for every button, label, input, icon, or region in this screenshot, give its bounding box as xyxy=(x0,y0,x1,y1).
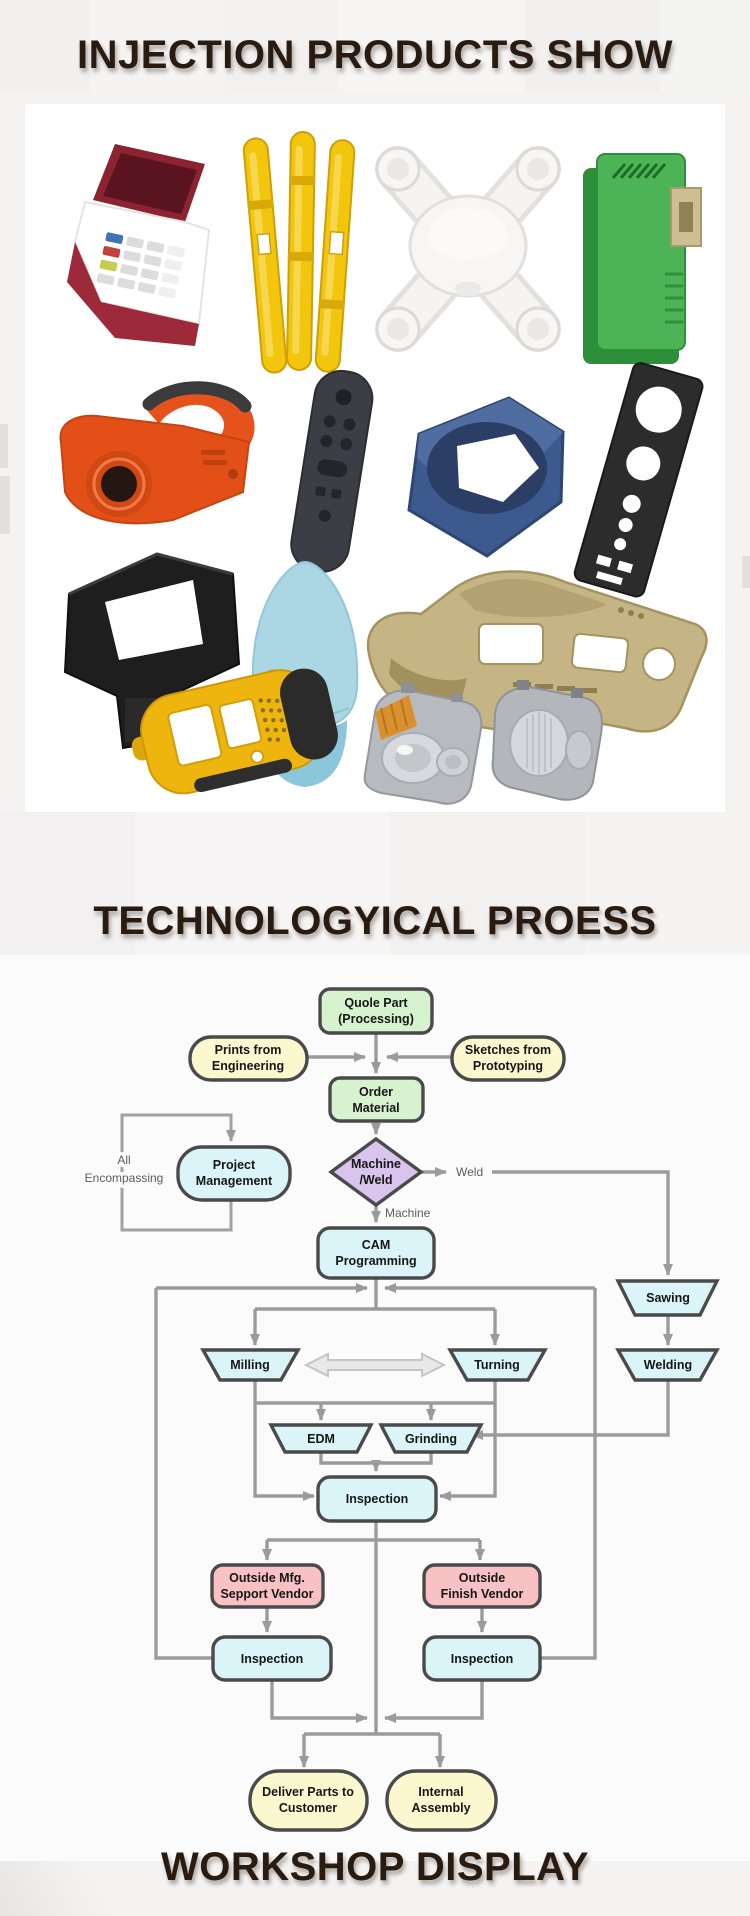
node-label: Grinding xyxy=(405,1432,457,1446)
node-label: Inspection xyxy=(346,1492,409,1506)
blue-housing-part-icon xyxy=(407,396,565,558)
node-label: Inspection xyxy=(451,1652,514,1666)
headlight-right-icon xyxy=(491,680,603,801)
remote-control-shell-icon xyxy=(290,369,374,573)
node-label: Internal xyxy=(418,1785,463,1799)
node-internal-assembly: Internal Assembly xyxy=(385,1769,498,1832)
background-decor xyxy=(0,424,8,468)
node-label: Programming xyxy=(335,1254,416,1268)
node-cam-programming: CAM Programming xyxy=(316,1226,436,1280)
node-label: Quole Part xyxy=(344,996,408,1010)
node-inspection-right: Inspection xyxy=(422,1635,542,1682)
page-title-technological-process: TECHNOLOGYICAL PROESS xyxy=(93,899,657,943)
din-rail-enclosure-icon xyxy=(583,153,702,364)
node-label: CAM xyxy=(362,1238,390,1252)
yellow-tube-parts-icon xyxy=(242,131,356,374)
node-project-management: Project Management xyxy=(176,1145,292,1202)
node-label: Material xyxy=(352,1101,399,1115)
background-decor xyxy=(0,0,750,92)
edge-label-all-encompassing: All xyxy=(117,1153,130,1167)
node-label: Deliver Parts to xyxy=(262,1785,354,1799)
edge-label-weld: Weld xyxy=(456,1165,483,1179)
node-label: (Processing) xyxy=(338,1012,414,1026)
node-label: Outside xyxy=(459,1571,506,1585)
headlight-left-icon xyxy=(363,683,483,805)
node-label: Engineering xyxy=(212,1059,284,1073)
node-label: Milling xyxy=(230,1358,270,1372)
black-bracket-enclosure-icon xyxy=(63,552,241,750)
node-prints-from-engineering: Prints from Engineering xyxy=(188,1035,309,1082)
background-decor xyxy=(0,476,10,534)
node-turning: Turning xyxy=(447,1348,548,1382)
node-milling: Milling xyxy=(200,1348,301,1382)
node-welding: Welding xyxy=(615,1348,720,1382)
node-deliver-parts-to-customer: Deliver Parts to Customer xyxy=(248,1769,369,1832)
node-inspection-left: Inspection xyxy=(211,1635,333,1682)
milling-turning-double-arrow xyxy=(303,1352,447,1378)
node-order-material: Order Material xyxy=(328,1076,425,1123)
node-label: Prototyping xyxy=(473,1059,543,1073)
node-label: Welding xyxy=(644,1358,692,1372)
node-grinding: Grinding xyxy=(378,1423,484,1454)
edge-label-all-encompassing: Encompassing xyxy=(85,1171,164,1185)
node-label: Turning xyxy=(474,1358,520,1372)
edge-label-machine: Machine xyxy=(385,1206,431,1220)
node-label: Machine xyxy=(351,1157,401,1171)
node-sawing: Sawing xyxy=(615,1279,720,1317)
node-label: Finish Vendor xyxy=(441,1587,524,1601)
products-collage xyxy=(59,131,708,805)
node-outside-mfg-sepport-vendor: Outside Mfg. Sepport Vendor xyxy=(210,1563,325,1609)
node-label: Assembly xyxy=(411,1801,470,1815)
car-dashboard-panel-icon xyxy=(366,570,708,734)
node-label: EDM xyxy=(307,1432,335,1446)
drone-shell-icon xyxy=(375,146,561,352)
node-machine-weld-decision: Machine /Weld xyxy=(328,1136,424,1208)
node-label: Outside Mfg. xyxy=(229,1571,305,1585)
node-label: /Weld xyxy=(359,1173,392,1187)
flow-connectors xyxy=(120,1033,673,1768)
node-sketches-from-prototyping: Sketches from Prototyping xyxy=(450,1035,566,1082)
products-panel xyxy=(25,104,725,812)
node-label: Customer xyxy=(279,1801,337,1815)
node-outside-finish-vendor: Outside Finish Vendor xyxy=(422,1563,542,1609)
pos-terminal-icon xyxy=(67,144,211,346)
node-label: Project xyxy=(213,1158,256,1172)
node-label: Prints from xyxy=(215,1043,282,1057)
node-label: Inspection xyxy=(241,1652,304,1666)
background-decor xyxy=(742,556,750,588)
node-label: Sketches from xyxy=(465,1043,551,1057)
background-decor xyxy=(0,812,750,960)
node-label: Sawing xyxy=(646,1291,690,1305)
node-label: Sepport Vendor xyxy=(220,1587,313,1601)
handheld-device-shell-icon xyxy=(131,668,338,795)
process-flowchart: Quole Part (Processing) Prints from Engi… xyxy=(81,987,720,1832)
black-panel-bracket-icon xyxy=(573,362,704,598)
flow-edge-labels: Weld Machine All Encompassing xyxy=(81,1150,486,1224)
node-inspection-center: Inspection xyxy=(316,1475,438,1523)
power-tool-housing-icon xyxy=(59,381,255,525)
flow-nodes: Quole Part (Processing) Prints from Engi… xyxy=(176,987,720,1832)
node-quole-part: Quole Part (Processing) xyxy=(318,987,434,1035)
node-edm: EDM xyxy=(268,1423,374,1454)
node-label: Management xyxy=(196,1174,273,1188)
node-label: Order xyxy=(359,1085,393,1099)
page-title-workshop-display: WORKSHOP DISPLAY xyxy=(160,1845,590,1889)
page-title-injection-products: INJECTION PRODUCTS SHOW xyxy=(77,33,673,77)
